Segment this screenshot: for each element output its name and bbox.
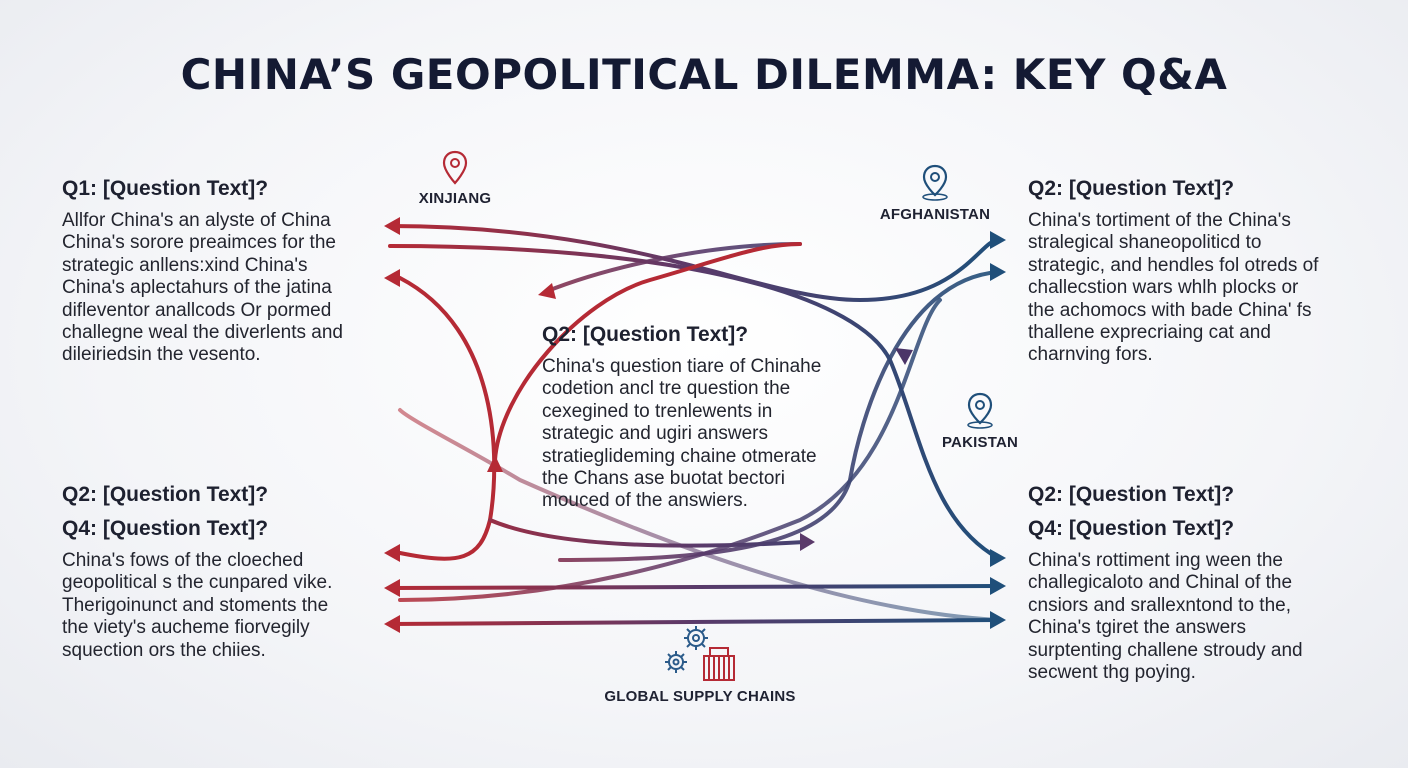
place-afghanistan: AFGHANISTAN xyxy=(865,164,1005,223)
map-pin-icon xyxy=(442,150,468,185)
place-label-pakistan: PAKISTAN xyxy=(941,434,1019,451)
place-pakistan: PAKISTAN xyxy=(930,392,1030,451)
arrowhead-red-up xyxy=(487,455,503,472)
arrow-to-pakistan xyxy=(398,408,1000,622)
arrowhead-center-left xyxy=(538,283,556,299)
answer-line: difleventor anallcods Or pormed xyxy=(62,299,332,321)
answer-text: China's fows of the cloeched geopolitica… xyxy=(62,550,392,662)
answer-line: China's question tiare of Chinahe xyxy=(542,356,822,377)
arrow-center-back xyxy=(543,242,802,294)
arrowhead-right-3 xyxy=(990,549,1006,567)
answer-text: China's tortiment of the China's straleg… xyxy=(1028,210,1368,367)
answer-text: China's question tiare of Chinahe codeti… xyxy=(542,356,862,513)
qa-block-center: Q2: [Question Text]? China's question ti… xyxy=(542,318,862,513)
answer-line: mouced of the answiers. xyxy=(542,490,748,512)
answer-line: charnving fors. xyxy=(1028,344,1153,366)
arrow-red-rise xyxy=(493,242,802,462)
answer-text: China's rottiment ing ween the challegic… xyxy=(1028,550,1368,684)
arrowhead-left-3 xyxy=(384,544,400,562)
arrowhead-right-4 xyxy=(990,577,1006,595)
place-label-afghanistan: AFGHANISTAN xyxy=(879,206,991,223)
answer-line: the Chans ase buotat bectori xyxy=(542,468,785,490)
arrow-diagonal-cross xyxy=(398,298,942,602)
qa-block-bottom-left: Q2: [Question Text]? Q4: [Question Text]… xyxy=(62,478,392,662)
arrowhead-right-5 xyxy=(990,611,1006,629)
map-pin-icon xyxy=(922,164,948,201)
answer-line: squection ors the chiies. xyxy=(62,639,266,661)
answer-line: China's tgiret the answers xyxy=(1028,617,1247,639)
answer-line: strategic and ugiri answers xyxy=(542,423,768,445)
arrowhead-left-5 xyxy=(384,615,400,633)
answer-line: stratieglideming chaine otmerate xyxy=(542,445,817,467)
place-label-xinjiang: XINJIANG xyxy=(418,190,492,207)
question-heading: Q2: [Question Text]? xyxy=(1028,177,1235,200)
answer-line: surptenting challene stroudy and xyxy=(1028,639,1303,661)
arrow-top-to-right-upper xyxy=(388,224,1000,303)
place-label-supply-chains: GLOBAL SUPPLY CHAINS xyxy=(604,688,796,705)
arrowhead-mid-down xyxy=(895,348,913,365)
answer-line: the achomocs with bade China' fs xyxy=(1028,299,1312,321)
answer-line: China's rottiment ing ween the xyxy=(1028,550,1283,571)
arrowheads xyxy=(384,217,1006,633)
arrow-bottom-left-a xyxy=(388,584,1000,590)
answer-line: China's fows of the cloeched xyxy=(62,550,304,571)
answer-line: codetion ancl tre question the xyxy=(542,378,791,400)
arrow-top-to-right-lower xyxy=(388,244,1000,560)
answer-line: thallene exprecriaing cat and xyxy=(1028,322,1271,344)
answer-line: China's tortiment of the China's xyxy=(1028,210,1291,231)
answer-line: geopolitical s the cunpared vike. xyxy=(62,572,333,594)
question-heading: Q4: [Question Text]? xyxy=(1028,517,1235,540)
answer-line: challecstion wars whlh plocks or xyxy=(1028,277,1299,299)
answer-line: China's aplectahurs of the jatina xyxy=(62,277,332,299)
arrowhead-center-right xyxy=(800,533,815,551)
place-global-supply-chains: GLOBAL SUPPLY CHAINS xyxy=(570,622,830,705)
answer-text: Allfor China's an alyste of China China'… xyxy=(62,210,392,367)
question-heading: Q1: [Question Text]? xyxy=(62,177,269,200)
answer-line: challegicaloto and Chinal of the xyxy=(1028,572,1293,594)
answer-line: strategic, and hendles fol otreds of xyxy=(1028,254,1319,276)
arrow-left-curve-down xyxy=(398,276,497,561)
qa-block-bottom-right: Q2: [Question Text]? Q4: [Question Text]… xyxy=(1028,478,1368,684)
page-title: CHINA’S GEOPOLITICAL DILEMMA: KEY Q&A xyxy=(180,50,1228,99)
arrowhead-left-1 xyxy=(384,217,400,235)
answer-line: cnsiors and srallexntond to the, xyxy=(1028,594,1291,616)
arrowhead-right-1 xyxy=(990,231,1006,249)
answer-line: the viety's aucheme fiorvegily xyxy=(62,617,310,639)
answer-line: dileiriedsin the vesento. xyxy=(62,344,261,366)
answer-line: secwent thg poying. xyxy=(1028,662,1196,684)
map-pin-icon xyxy=(967,392,993,429)
answer-line: stralegical shaneopoliticd to xyxy=(1028,232,1262,254)
answer-line: strategic anllens:xind China's xyxy=(62,254,308,276)
question-heading: Q4: [Question Text]? xyxy=(62,517,269,540)
arrow-bottom-left-b xyxy=(388,618,1000,626)
arrowhead-right-2 xyxy=(990,263,1006,281)
question-heading: Q2: [Question Text]? xyxy=(542,323,749,346)
answer-line: Therigoinunct and stoments the xyxy=(62,594,329,616)
question-heading: Q2: [Question Text]? xyxy=(62,483,269,506)
answer-line: cexegined to trenlewents in xyxy=(542,400,773,422)
qa-block-top-left: Q1: [Question Text]? Allfor China's an a… xyxy=(62,172,392,367)
gears-containers-icon xyxy=(665,626,735,681)
arrowhead-left-2 xyxy=(384,269,400,287)
answer-line: Allfor China's an alyste of China xyxy=(62,210,331,231)
qa-block-top-right: Q2: [Question Text]? China's tortiment o… xyxy=(1028,172,1368,367)
answer-line: challegne weal the diverlents and xyxy=(62,322,343,344)
arrow-to-center xyxy=(488,518,807,548)
arrowhead-left-4 xyxy=(384,579,400,597)
place-xinjiang: XINJIANG xyxy=(400,150,510,207)
answer-line: China's sorore preaimces for the xyxy=(62,232,336,254)
question-heading: Q2: [Question Text]? xyxy=(1028,483,1235,506)
